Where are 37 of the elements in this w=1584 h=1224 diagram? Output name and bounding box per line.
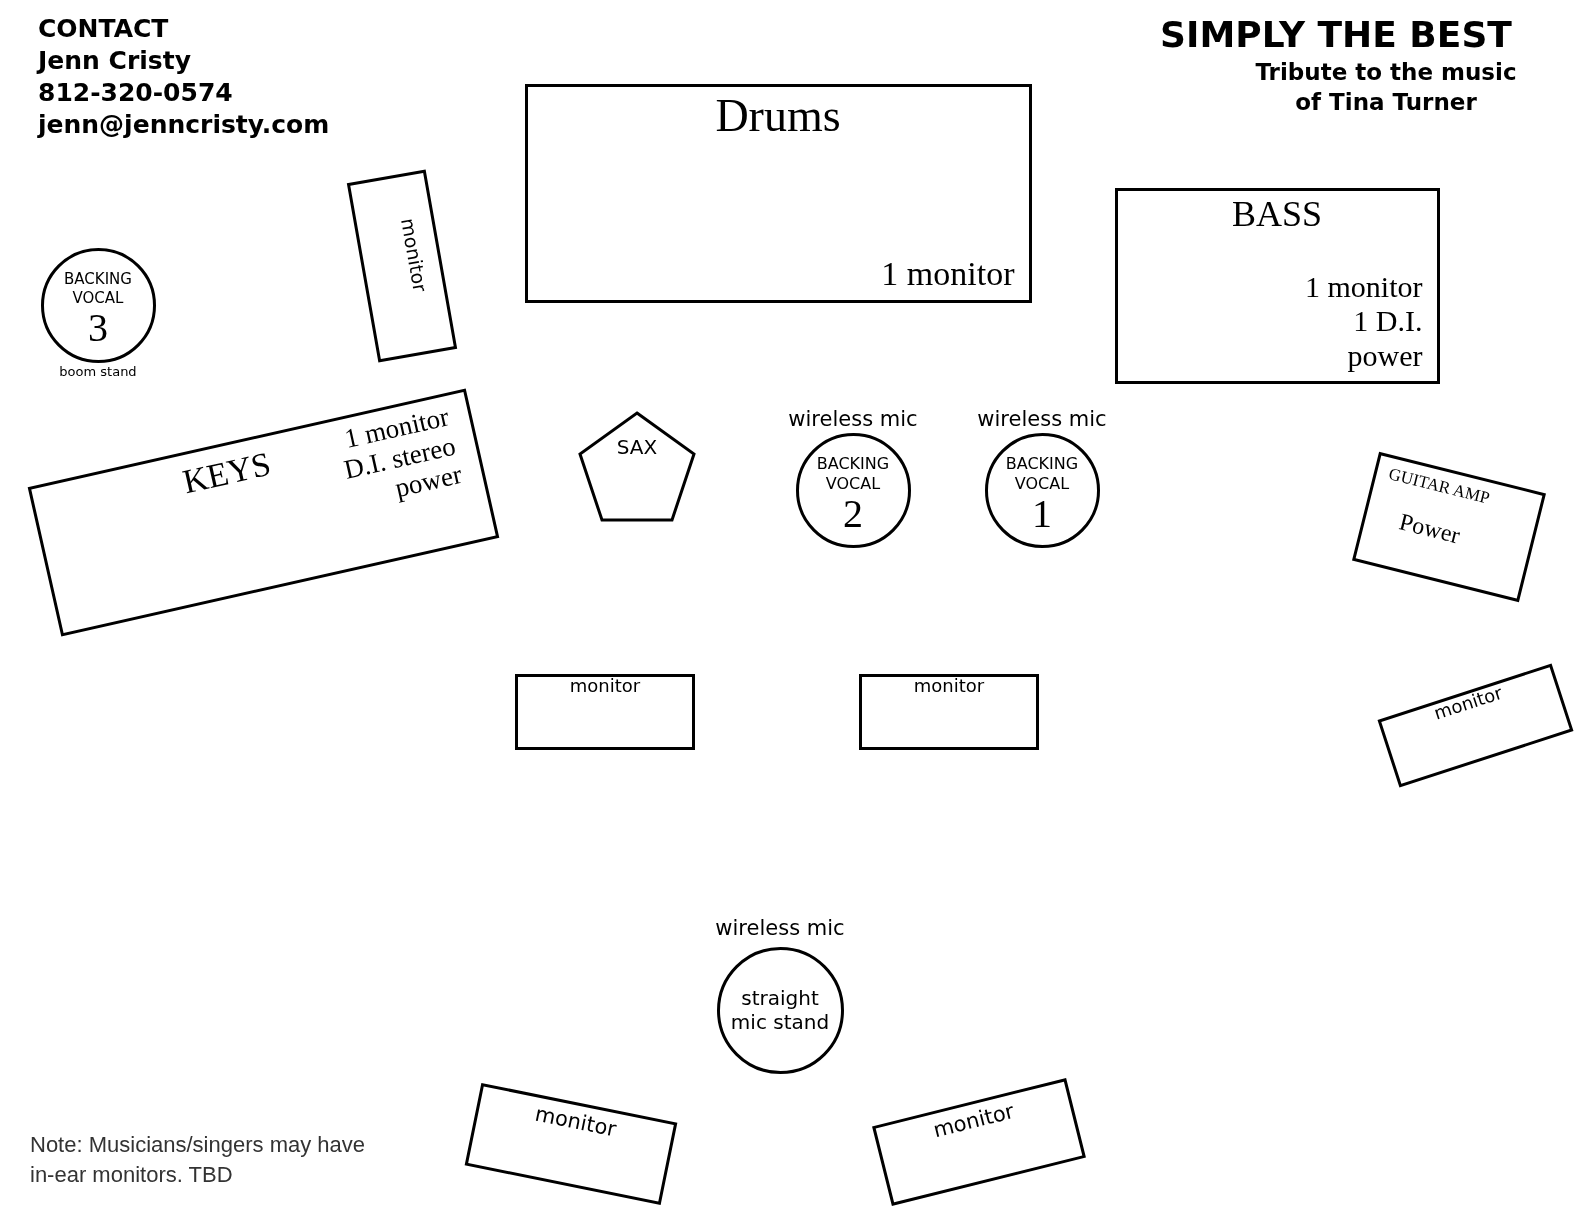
footnote: Note: Musicians/singers may have in-ear monitors. TBD [30, 1131, 367, 1189]
node-title: KEYS [178, 444, 274, 501]
node-label: BACKING VOCAL [1004, 454, 1080, 494]
equipment-list: 1 monitor 1 D.I. power [1292, 269, 1423, 373]
node-label: straight mic stand [730, 986, 830, 1034]
page-title: SIMPLY THE BEST [1159, 14, 1513, 55]
monitor-wedge [515, 674, 695, 750]
phone-number: 812-320-0574 [38, 78, 233, 107]
node-label: monitor [568, 675, 642, 696]
node-caption: wireless mic [976, 406, 1108, 431]
monitor-wedge [859, 674, 1039, 750]
node-label: monitor [396, 216, 432, 294]
node-label: monitor [912, 675, 986, 696]
bass-area [1114, 188, 1440, 384]
subtitle: Tribute to the music of Tina Turner [1254, 58, 1518, 117]
node-caption: wireless mic [787, 406, 919, 431]
drum-area [524, 83, 1032, 303]
node-title: BASS [1230, 193, 1324, 235]
node-caption: boom stand [58, 363, 138, 379]
node-label: monitor [531, 1100, 620, 1144]
equipment-list: 1 monitor D.I. stereo power [313, 401, 465, 519]
node-label: Power [1396, 508, 1463, 550]
node-label: BACKING VOCAL [63, 270, 133, 308]
sax-position [578, 411, 696, 523]
equipment-list: 1 monitor [714, 254, 1015, 294]
contact-heading: CONTACT [38, 14, 169, 43]
email-address: jenn@jenncristy.com [38, 110, 330, 139]
node-label: BACKING VOCAL [815, 454, 891, 494]
node-title: Drums [714, 88, 842, 142]
node-title: GUITAR AMP [1386, 464, 1492, 509]
position-number: 1 [1032, 494, 1052, 534]
node-label: SAX [615, 435, 659, 459]
node-caption: wireless mic [714, 915, 846, 940]
position-number: 2 [843, 494, 863, 534]
node-label: monitor [929, 1098, 1018, 1145]
position-number: 3 [88, 307, 108, 348]
contact-name: Jenn Cristy [38, 46, 191, 75]
